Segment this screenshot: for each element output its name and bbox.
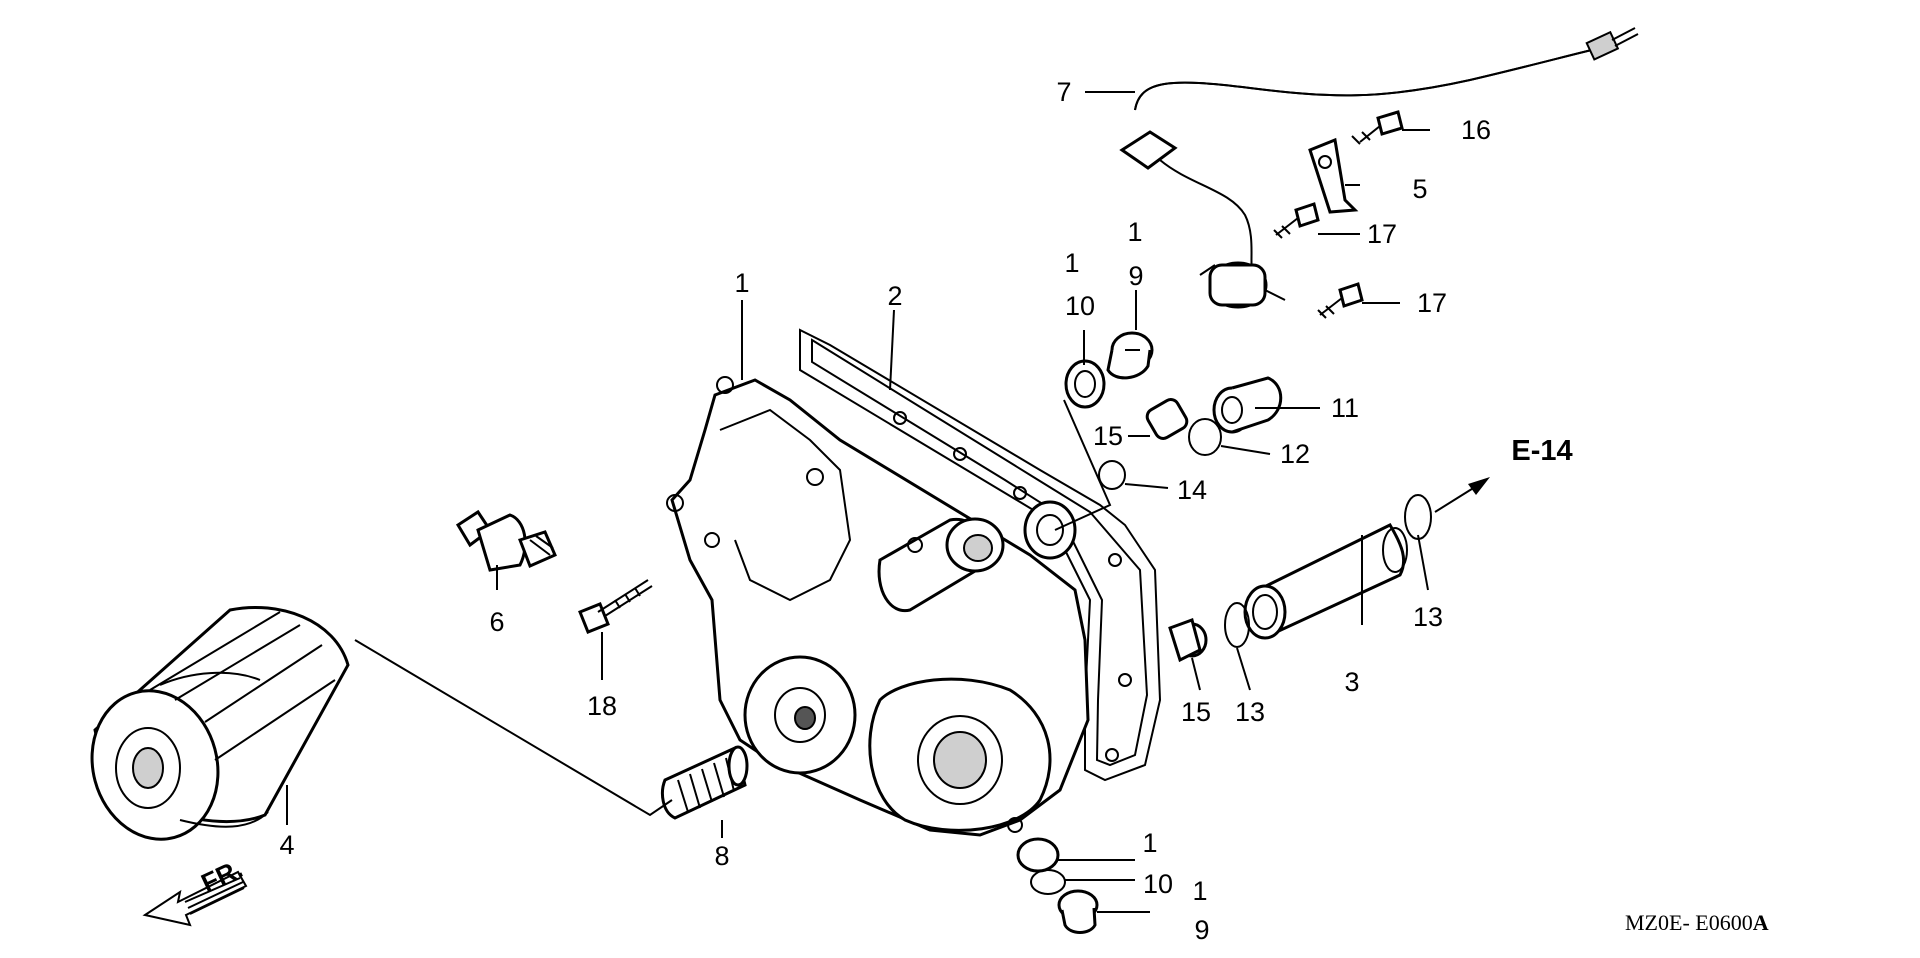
reference-arrow <box>1434 477 1490 513</box>
callout-4-filter: 4 <box>279 830 294 860</box>
front-direction-arrow: FR. <box>142 853 248 927</box>
callout-10-upper: 10 <box>1065 291 1095 321</box>
callout-7-wire: 7 <box>1056 77 1071 107</box>
reference-label-e14: E-14 <box>1511 435 1572 467</box>
callout-17-bolt-b: 17 <box>1417 288 1447 318</box>
callout-1-lower-b: 1 <box>1192 876 1207 906</box>
callout-9-upper: 9 <box>1128 261 1143 291</box>
callout-1-cover: 1 <box>734 268 749 298</box>
callout-12-oring: 12 <box>1280 439 1310 469</box>
callout-15-dowel-upper: 15 <box>1093 421 1123 451</box>
callout-8-bolt: 8 <box>714 841 729 871</box>
callout-3-pipe: 3 <box>1344 667 1359 697</box>
clamp-illustration <box>1308 137 1359 214</box>
drawing-code-suffix: A <box>1753 910 1769 935</box>
callout-1-upper-b: 1 <box>1064 248 1079 278</box>
callout-5-clamp: 5 <box>1412 174 1427 204</box>
drawing-code: MZ0E- E0600A <box>1625 910 1769 935</box>
callout-1-lower-a: 1 <box>1142 828 1157 858</box>
callout-17-bolt-a: 17 <box>1367 219 1397 249</box>
oil-pressure-switch-illustration <box>455 509 557 572</box>
oil-filter-illustration <box>90 605 350 841</box>
callout-2-gasket: 2 <box>887 281 902 311</box>
cover-illustration <box>666 376 1090 837</box>
callout-9-lower: 9 <box>1194 915 1209 945</box>
gasket-illustration <box>799 328 1162 782</box>
callout-13-oring-right: 13 <box>1413 602 1443 632</box>
oil-pipe-illustration <box>1168 494 1432 663</box>
bolt-18-illustration <box>578 579 653 634</box>
callout-6-switch: 6 <box>489 607 504 637</box>
drawing-code-prefix: MZ0E- E0600 <box>1625 910 1753 935</box>
callout-10-lower: 10 <box>1143 869 1173 899</box>
callout-1-upper-a: 1 <box>1127 217 1142 247</box>
upper-plug-washer-illustration <box>1064 331 1154 409</box>
stud-bolt-illustration <box>661 745 749 820</box>
callout-11-collar: 11 <box>1331 393 1359 423</box>
callout-15-dowel-lower: 15 <box>1181 697 1211 727</box>
lower-plug-washer-illustration <box>1016 837 1099 934</box>
callout-13-oring-lower: 13 <box>1235 697 1265 727</box>
sensor-wire-illustration <box>1119 27 1639 309</box>
callout-14-oring: 14 <box>1177 475 1207 505</box>
small-bolts-illustration <box>1273 110 1404 319</box>
leader-lines <box>286 91 1430 913</box>
collars-orings-upper-illustration <box>1098 376 1283 490</box>
callout-18-bolt: 18 <box>587 691 617 721</box>
callout-16-bolt: 16 <box>1461 115 1491 145</box>
